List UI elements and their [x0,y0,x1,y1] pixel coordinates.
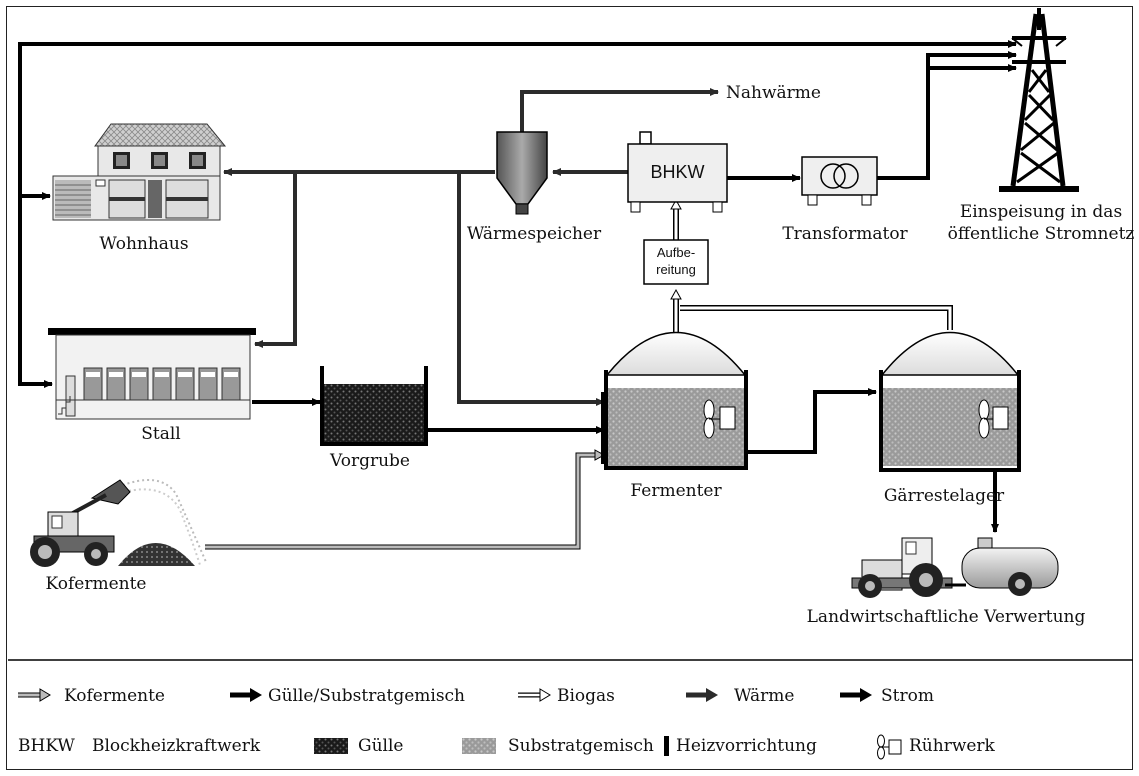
legend-strom-label: Strom [881,686,934,706]
label-stall: Stall [141,424,181,444]
tractor-loader-icon [30,478,207,567]
bhkw-unit [627,131,728,213]
legend-waerme-label: Wärme [734,686,795,706]
legend-bhkw-abbr: BHKW [18,736,75,756]
diagram-frame [6,6,1133,770]
label-einspeisung-line1: Einspeisung in das [959,202,1123,222]
label-transformator: Transformator [782,224,908,244]
label-verwertung: Landwirtschaftliche Verwertung [806,607,1086,627]
fermenter-tank [601,331,748,470]
label-fermenter: Fermenter [630,481,722,501]
kofermente-line [205,449,606,550]
legend-biogas-label: Biogas [557,686,615,706]
legend-kofermente-label: Kofermente [64,686,165,706]
stall-building [48,328,256,420]
legend-heizvorrichtung-label: Heizvorrichtung [676,736,817,756]
waermespeicher-tank [496,131,548,215]
legend-ruehrwerk-label: Rührwerk [909,736,995,756]
waerme-lines [223,88,719,406]
legend-guelle-arrow-icon [230,688,262,702]
label-wohnhaus: Wohnhaus [99,234,189,254]
aufbereitung-label: Aufbe- reitung [644,244,708,278]
gaerrestelager-ruehrwerk-icon [978,399,1009,439]
transformator-unit [801,156,878,206]
legend-biogas-arrow-icon [518,688,551,702]
aufbereitung-box [643,239,709,285]
guelle-substrat-lines [252,388,999,533]
biogas-lines [670,198,953,332]
aufbereitung-label-line1: Aufbe- [656,245,696,260]
legend-substrat-label: Substratgemisch [508,736,654,756]
strommast-pylon-icon [999,8,1079,192]
legend-bhkw-full: Blockheizkraftwerk [92,736,261,756]
legend-guelle-substrat-label: Gülle/Substratgemisch [268,686,466,706]
legend-ruehrwerk-icon [877,734,902,760]
label-vorgrube: Vorgrube [330,451,410,471]
label-waermespeicher: Wärmespeicher [466,224,602,244]
label-einspeisung-line2: öffentliche Stromnetz [947,224,1135,244]
legend-strom-arrow-icon [840,688,872,702]
aufbereitung-label-line2: reitung [656,262,696,277]
bhkw-label: BHKW [650,162,705,182]
legend-heizvorrichtung-icon [664,736,669,756]
fermenter-ruehrwerk-icon [703,399,736,439]
label-nahwaerme: Nahwärme [726,83,821,103]
wohnhaus-house [52,123,227,221]
strom-lines [18,40,1017,388]
tractor-tanker-icon [851,537,1059,598]
legend-kofermente-arrow-icon [18,688,51,702]
label-kofermente: Kofermente [45,574,147,594]
legend-substrat-swatch [462,738,496,754]
label-gaerrestelager: Gärrestelager [883,486,1005,506]
legend-waerme-arrow-icon [686,688,718,702]
vorgrube-pit [320,366,428,446]
legend-guelle-label: Gülle [358,736,404,756]
legend-guelle-swatch [314,738,348,754]
gaerrestelager-tank [879,331,1021,472]
